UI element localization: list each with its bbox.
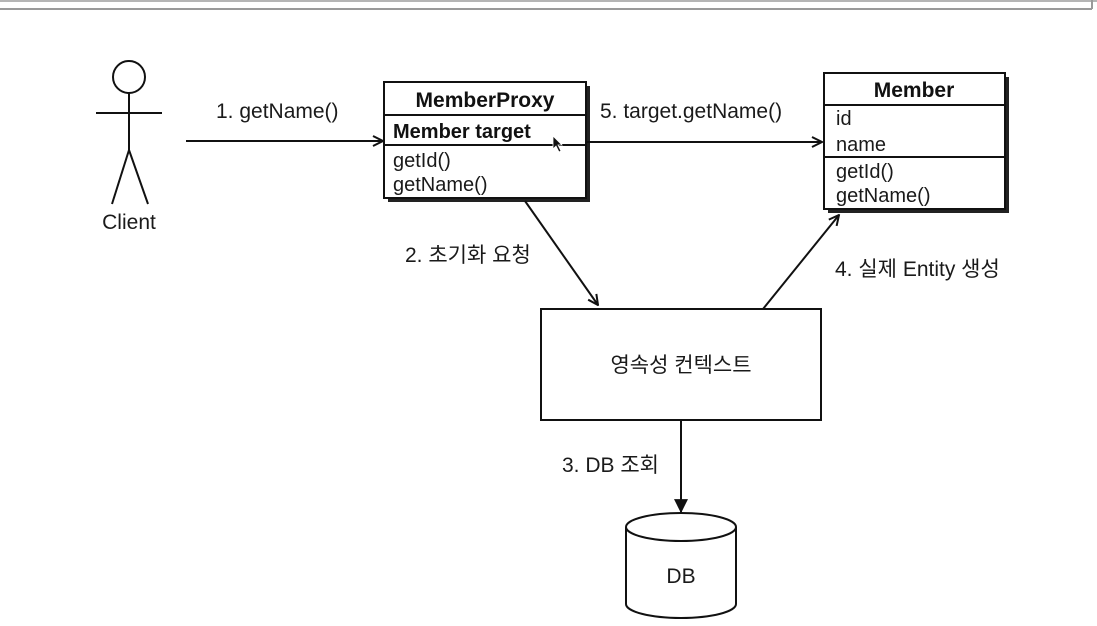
member-entity-field-name: name	[836, 134, 886, 156]
member-proxy-method-getid: getId()	[393, 150, 451, 172]
step-5-delegate: 5. target.getName()	[586, 100, 822, 142]
step-3-db-query: 3. DB 조회	[562, 420, 688, 514]
member-entity-field-id: id	[836, 108, 852, 130]
mouse-cursor-icon	[552, 135, 563, 153]
member-proxy-title: MemberProxy	[416, 89, 555, 112]
step-2-label: 2. 초기화 요청	[405, 244, 531, 267]
member-entity-method-getname: getName()	[836, 185, 930, 207]
step-2-arrow	[524, 200, 598, 305]
step-4-label: 4. 실제 Entity 생성	[835, 258, 1000, 281]
step-1-label: 1. getName()	[216, 100, 339, 123]
client-head	[112, 60, 146, 94]
member-entity-title: Member	[874, 79, 955, 102]
step-5-label: 5. target.getName()	[600, 100, 782, 123]
member-entity-method-getid: getId()	[836, 161, 894, 183]
persistence-context-box: 영속성 컨텍스트	[540, 308, 822, 421]
step-2-init-request: 2. 초기화 요청	[405, 200, 598, 305]
member-proxy-method-getname: getName()	[393, 174, 487, 196]
client-label: Client	[102, 211, 156, 234]
database-label: DB	[666, 565, 695, 588]
top-frame	[0, 0, 1097, 10]
client-actor: Client	[96, 60, 162, 234]
step-1-call: 1. getName()	[186, 100, 383, 141]
step-4-create-entity: 4. 실제 Entity 생성	[762, 215, 1000, 310]
persistence-context-label: 영속성 컨텍스트	[610, 354, 751, 377]
client-left-leg	[111, 149, 130, 205]
step-4-arrow	[762, 215, 839, 310]
step-3-label: 3. DB 조회	[562, 454, 659, 477]
database-cylinder-icon: DB	[625, 512, 737, 619]
client-right-leg	[128, 149, 149, 205]
member-proxy-field-target: Member target	[393, 121, 531, 143]
member-entity-class: Member id name getId() getName()	[823, 72, 1009, 213]
